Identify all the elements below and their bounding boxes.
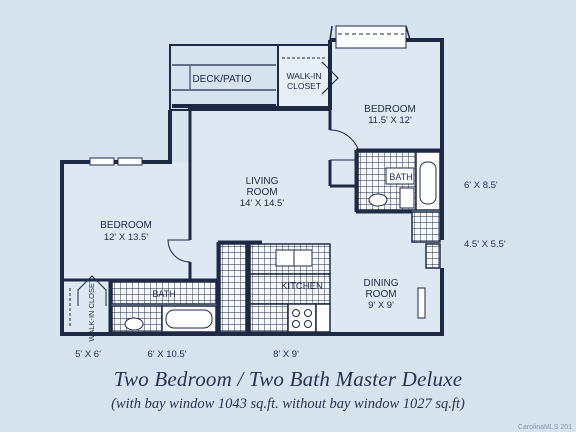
- second-bedroom-name: BEDROOM: [100, 220, 152, 231]
- bay-window-top: [329, 25, 411, 41]
- floor-plan: DECK/PATIO WALK-IN CLOSET BEDROOM 11.5' …: [60, 25, 506, 360]
- interior-walls: [62, 108, 442, 334]
- deck-label: DECK/PATIO: [192, 74, 251, 85]
- plan-subtitle: (with bay window 1043 sq.ft. without bay…: [111, 396, 465, 412]
- master-bedroom-dims: 11.5' X 12': [368, 115, 412, 126]
- plan-title: Two Bedroom / Two Bath Master Deluxe: [113, 367, 463, 391]
- kitchen-label: KITCHEN: [281, 281, 323, 292]
- dim-side-closet: 5' X 6': [75, 349, 101, 360]
- dim-kitchen: 8' X 9': [273, 349, 299, 360]
- copyright-watermark: CarolinaMLS 201: [517, 424, 572, 431]
- living-line1: LIVING: [246, 176, 279, 187]
- dim-second-bath: 6' X 10.5': [147, 349, 186, 360]
- second-bedroom-dims: 12' X 13.5': [104, 232, 148, 243]
- dim-master-bath: 6' X 8.5': [464, 180, 498, 191]
- second-bath-label: BATH: [152, 289, 175, 299]
- windows: [89, 25, 426, 319]
- dining-dims: 9' X 9': [368, 300, 394, 311]
- master-bath: [357, 151, 441, 211]
- walkin-top-line2: CLOSET: [287, 81, 321, 91]
- walkin-closet-top: [277, 44, 339, 111]
- dim-bay-window: 4.5' X 5.5': [464, 239, 506, 250]
- bay-nook: [411, 211, 441, 269]
- master-bedroom-name: BEDROOM: [364, 104, 416, 115]
- dining-line2: ROOM: [365, 289, 396, 300]
- second-bath: [111, 281, 217, 333]
- dining-line1: DINING: [364, 278, 399, 289]
- living-line2: ROOM: [246, 187, 277, 198]
- living-dims: 14' X 14.5': [240, 198, 284, 209]
- side-closet-label: WALK-IN CLOSET: [87, 278, 96, 341]
- kitchen: [219, 243, 331, 333]
- master-bath-label: BATH: [389, 172, 412, 182]
- walkin-top-line1: WALK-IN: [286, 71, 321, 81]
